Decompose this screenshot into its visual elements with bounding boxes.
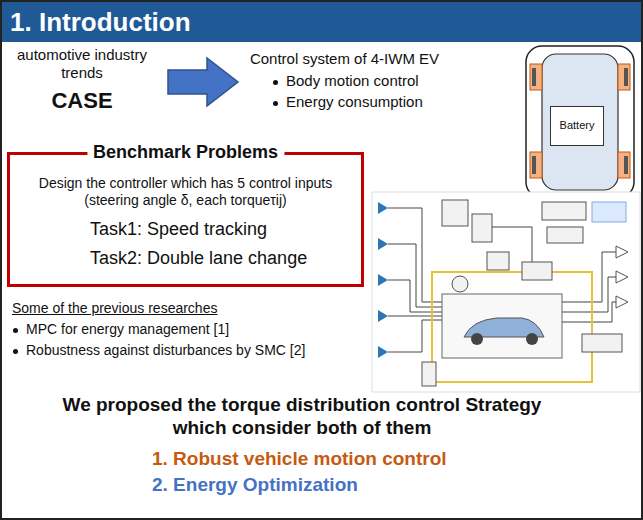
title-bar: 1. Introduction xyxy=(2,2,641,42)
label-text: Energy consumption xyxy=(286,93,423,110)
label-text: 2. Energy Optimization xyxy=(152,474,358,495)
label-text: MPC for energy management [1] xyxy=(26,321,229,337)
rect-shape xyxy=(624,156,628,174)
g-shape xyxy=(530,64,630,178)
circle-shape xyxy=(452,276,468,292)
path-shape xyxy=(378,310,388,322)
path-shape xyxy=(378,238,388,250)
circle-shape xyxy=(471,333,483,345)
section-label: Some of the previous researches xyxy=(12,300,217,317)
case-label: CASE xyxy=(7,88,157,114)
task-line: Task2: Double lane change xyxy=(90,248,353,270)
rect-shape xyxy=(582,334,622,352)
box-body: Design the controller which has 5 contro… xyxy=(18,175,353,209)
rect-shape xyxy=(532,156,536,174)
proposal-text: We proposed the torque distribution cont… xyxy=(52,394,552,440)
bullet-item: Energy consumption xyxy=(286,93,423,111)
system-label: Control system of 4-IWM EV xyxy=(237,50,452,68)
label-text: 1. Robust vehicle motion control xyxy=(152,448,447,469)
label-text: Some of the previous researches xyxy=(12,300,217,316)
g-shape xyxy=(388,208,616,352)
path-shape xyxy=(388,208,442,302)
label-text: Body motion control xyxy=(286,72,419,89)
goal-item: 1. Robust vehicle motion control xyxy=(152,448,447,471)
battery-label: Battery xyxy=(560,119,595,132)
label-text: Control system of 4-IWM EV xyxy=(250,50,439,67)
path-shape xyxy=(562,277,616,312)
label-text: Robustness against disturbances by SMC [… xyxy=(26,342,305,358)
rect-shape xyxy=(530,64,542,90)
rect-shape xyxy=(618,64,630,90)
rect-shape xyxy=(442,200,468,226)
rect-shape xyxy=(442,294,562,358)
reference-item: Robustness against disturbances by SMC [… xyxy=(26,342,305,359)
path-shape xyxy=(378,346,388,358)
rect-shape xyxy=(592,202,626,222)
path-shape xyxy=(616,296,628,308)
path-shape xyxy=(616,246,628,258)
rect-shape xyxy=(422,362,436,386)
g-shape xyxy=(378,202,388,358)
path-shape xyxy=(388,320,442,352)
rect-shape xyxy=(618,152,630,178)
goal-item: 2. Energy Optimization xyxy=(152,474,358,497)
g-shape xyxy=(616,246,628,308)
bullet-dot xyxy=(273,101,278,106)
rect-shape xyxy=(432,272,592,382)
bullet-dot xyxy=(273,80,278,85)
bullet-dot xyxy=(13,328,18,333)
problem-box: Benchmark ProblemsDesign the controller … xyxy=(7,152,364,287)
rect-shape xyxy=(522,262,552,280)
rect-shape xyxy=(532,68,536,86)
path-shape xyxy=(388,244,442,307)
slide-title: 1. Introduction xyxy=(10,7,191,38)
battery-box: Battery xyxy=(550,106,604,146)
rect-shape xyxy=(530,152,542,178)
label-text: CASE xyxy=(51,88,112,113)
label-text: We proposed the torque distribution cont… xyxy=(63,394,542,438)
rect-shape xyxy=(624,68,628,86)
path-shape xyxy=(616,271,628,283)
rect-shape xyxy=(542,54,618,190)
path-shape xyxy=(388,280,442,312)
rect-shape xyxy=(472,214,492,242)
path-shape xyxy=(378,202,388,214)
rect-shape xyxy=(487,252,509,270)
circle-shape xyxy=(526,333,538,345)
box-heading: Benchmark Problems xyxy=(87,142,284,164)
rect-shape xyxy=(547,227,583,243)
rect-shape xyxy=(526,46,634,198)
path-shape xyxy=(378,274,388,286)
bullet-dot xyxy=(13,349,18,354)
path-shape xyxy=(562,302,616,322)
reference-item: MPC for energy management [1] xyxy=(26,321,229,338)
trend-label: automotive industry trends xyxy=(7,46,157,82)
rect-shape xyxy=(372,192,640,392)
bullet-item: Body motion control xyxy=(286,72,419,90)
path-shape xyxy=(388,316,442,317)
task-line: Task1: Speed tracking xyxy=(90,219,353,241)
rect-shape xyxy=(542,202,586,220)
path-shape xyxy=(168,58,238,106)
label-text: automotive industry trends xyxy=(17,46,147,81)
